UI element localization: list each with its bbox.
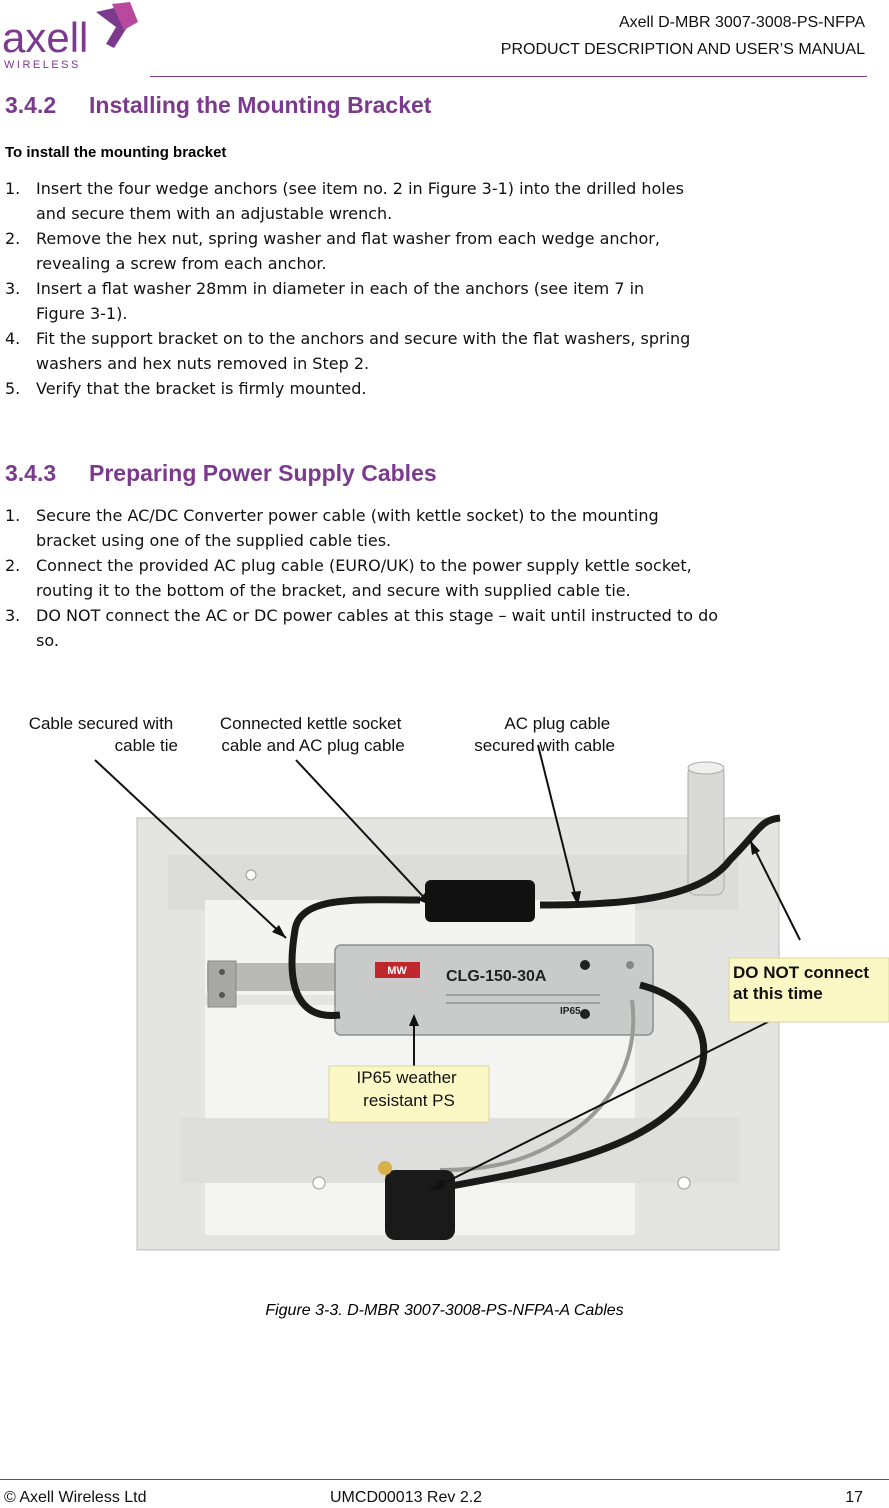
ac-plug-cable <box>539 814 781 909</box>
list-item: 2.Remove the hex nut, spring washer and … <box>5 229 660 273</box>
list-item: 5.Verify that the bracket is firmly moun… <box>5 379 367 398</box>
list-item: 3.DO NOT connect the AC or DC power cabl… <box>5 606 719 650</box>
psu-rating-label: IP65 <box>560 1006 581 1017</box>
section-heading-3-4-2: 3.4.2 Installing the Mounting Bracket <box>5 92 431 119</box>
psu-model-label: CLG-150-30A <box>446 968 547 985</box>
header-doc-subtitle: PRODUCT DESCRIPTION AND USER’S MANUAL <box>500 41 865 58</box>
mounting-steps-list: 1.Insert the four wedge anchors (see ite… <box>5 176 856 401</box>
section-title: Preparing Power Supply Cables <box>89 460 437 486</box>
list-item: 1.Secure the AC/DC Converter power cable… <box>5 506 659 550</box>
callout-ac-plug: AC plug cable secured with cable <box>474 714 615 755</box>
procedure-subheading: To install the mounting bracket <box>5 144 227 161</box>
list-item: 4.Fit the support bracket on to the anch… <box>5 329 691 373</box>
header-divider <box>150 76 867 77</box>
power-supply-unit <box>334 944 654 1036</box>
footer-divider <box>0 1479 889 1480</box>
list-item: 3.Insert a flat washer 28mm in diameter … <box>5 279 645 323</box>
header-doc-title: Axell D-MBR 3007-3008-PS-NFPA <box>618 14 865 31</box>
callout-ip65: IP65 weather resistant PS <box>357 1068 462 1110</box>
section-number: 3.4.2 <box>5 92 57 118</box>
footer-copyright: © Axell Wireless Ltd <box>4 1489 147 1506</box>
circular-connector <box>385 1170 455 1240</box>
ground-wire <box>439 999 636 1172</box>
footer-page-number: 17 <box>845 1489 863 1506</box>
figure-caption: Figure 3-3. D-MBR 3007-3008-PS-NFPA-A Ca… <box>265 1302 624 1319</box>
meanwell-logo <box>375 962 420 978</box>
dc-cable <box>288 896 421 1020</box>
axell-wireless-logo: axell WIRELESS <box>2 2 138 70</box>
list-item: 1.Insert the four wedge anchors (see ite… <box>5 179 684 223</box>
cables-figure: MW CLG-150-30A IP65 Cable secured with c… <box>29 714 889 1251</box>
section-number: 3.4.3 <box>5 460 57 486</box>
footer-doc-id: UMCD00013 Rev 2.2 <box>330 1489 483 1506</box>
list-item: 2.Connect the provided AC plug cable (EU… <box>5 556 692 600</box>
svg-text:MW: MW <box>387 965 407 977</box>
section-heading-3-4-3: 3.4.3 Preparing Power Supply Cables <box>5 460 437 487</box>
logo-subtext: WIRELESS <box>4 59 81 70</box>
callout-kettle-socket: Connected kettle socket cable and AC plu… <box>220 714 406 755</box>
output-cable <box>439 981 708 1192</box>
logo-wordmark: axell <box>2 14 88 61</box>
callout-do-not-connect: DO NOT connect at this time <box>733 963 874 1003</box>
kettle-connector <box>425 880 535 922</box>
callout-cable-tie: Cable secured with cable tie <box>29 714 178 755</box>
power-cable-steps-list: 1.Secure the AC/DC Converter power cable… <box>5 503 856 653</box>
section-title: Installing the Mounting Bracket <box>89 92 432 118</box>
